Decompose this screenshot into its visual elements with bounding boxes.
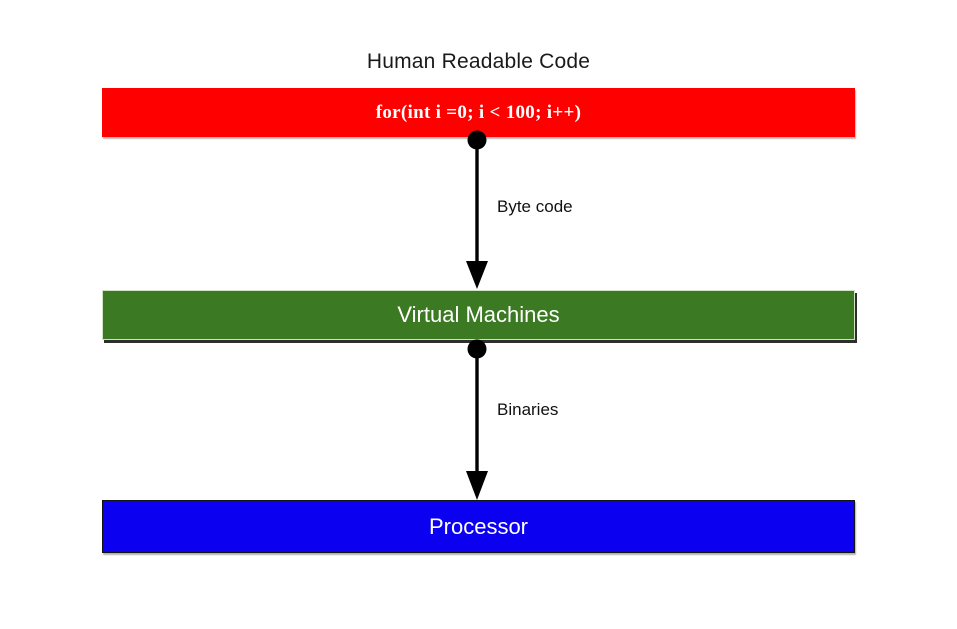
edge-vm-to-processor-arrowhead	[466, 471, 488, 500]
edge-vm-to-processor	[466, 339, 488, 500]
node-virtual-machines: Virtual Machines	[102, 290, 855, 340]
node-processor-label: Processor	[428, 513, 529, 539]
edge-code-to-vm-arrowhead	[466, 261, 488, 289]
edge-code-to-vm	[466, 130, 488, 289]
edge-label-byte-code: Byte code	[497, 197, 573, 216]
edge-label-binaries: Binaries	[497, 400, 559, 419]
page-title: Human Readable Code	[366, 50, 591, 73]
edge-vm-to-processor-source-dot	[467, 339, 487, 359]
node-human-readable-code-label: for(int i =0; i < 100; i++)	[375, 101, 582, 123]
node-processor: Processor	[102, 500, 855, 553]
node-human-readable-code: for(int i =0; i < 100; i++)	[102, 88, 855, 137]
node-virtual-machines-label: Virtual Machines	[397, 302, 560, 327]
